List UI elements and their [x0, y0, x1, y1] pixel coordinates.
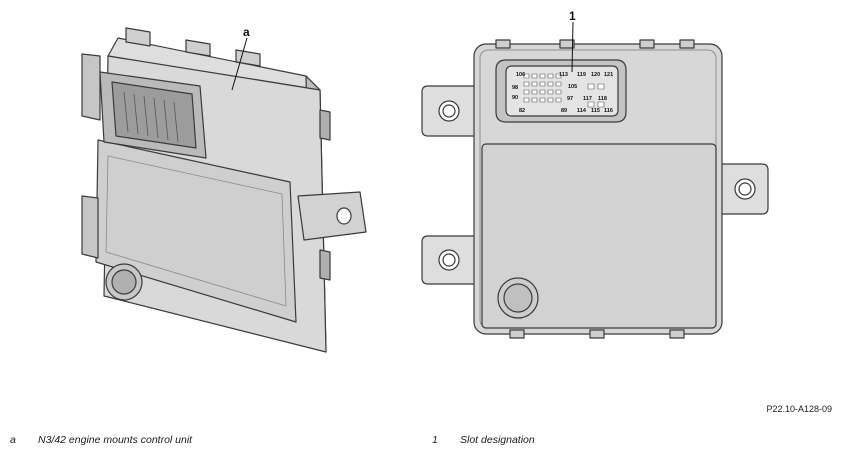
control-unit-top-view: [421, 39, 769, 339]
callout-1: 1: [569, 9, 576, 23]
pin-label-106: 106: [516, 72, 525, 78]
legend-key: 1: [432, 434, 438, 446]
control-unit-figure: a: [81, 9, 769, 353]
pin-label-114: 114: [577, 108, 587, 114]
callout-leader-a: [231, 37, 248, 91]
control-unit-perspective-view: [81, 27, 367, 353]
pin-label-105: 105: [568, 84, 577, 90]
pin-label-82: 82: [519, 108, 525, 114]
document-reference: P22.10-A128-09: [766, 404, 832, 414]
pin-label-89: 89: [561, 108, 567, 114]
legend-item-a: a N3/42 engine mounts control unit: [10, 434, 192, 446]
pin-label-121: 121: [604, 72, 613, 78]
pin-label-90: 90: [512, 95, 518, 101]
callout-leader-1: [571, 21, 574, 73]
pin-label-117: 117: [583, 96, 592, 102]
legend-item-1: 1 Slot designation: [432, 434, 535, 446]
callout-a: a: [243, 25, 250, 39]
pin-label-113: 113: [559, 72, 568, 78]
pin-label-97: 97: [567, 96, 573, 102]
pin-label-118: 118: [598, 96, 607, 102]
pin-label-120: 120: [591, 72, 600, 78]
pin-label-119: 119: [577, 72, 586, 78]
legend-text: N3/42 engine mounts control unit: [38, 434, 193, 446]
pin-label-115: 115: [591, 108, 600, 114]
legend-key: a: [10, 434, 16, 446]
pin-label-98: 98: [512, 85, 518, 91]
pin-label-116: 116: [604, 108, 613, 114]
connector-pin-labels: 106 113 119 120 121 98 105 90 97 117 118…: [512, 72, 613, 114]
legend-text: Slot designation: [460, 434, 535, 446]
